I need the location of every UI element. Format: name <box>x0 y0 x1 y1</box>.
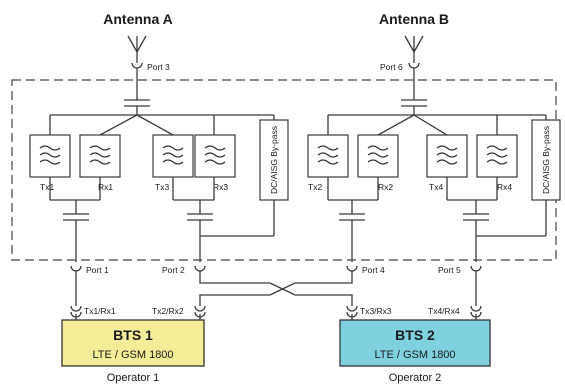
filter-label: Rx3 <box>213 182 228 192</box>
port-1-label: Port 1 <box>86 265 109 275</box>
filter-label: Tx2 <box>308 182 322 192</box>
port-6-label: Port 6 <box>380 62 403 72</box>
filter-tx3 <box>152 134 194 178</box>
antenna-a-icon <box>127 35 147 53</box>
filter-rx4 <box>476 134 518 178</box>
filter-rx1 <box>79 134 121 178</box>
bts-2: BTS 2 LTE / GSM 1800 Operator 2 <box>339 319 491 384</box>
right-filter-bank: Tx2 Rx2 Tx4 Rx4 <box>307 134 547 262</box>
tx2-rx2-label: Tx2/Rx2 <box>152 306 184 316</box>
port-3-label: Port 3 <box>147 62 170 72</box>
left-filter-bank: Tx1 Rx1 Tx3 Rx3 <box>29 134 275 262</box>
bts-2-tech: LTE / GSM 1800 <box>374 349 455 361</box>
bypass-b-label: DC/AISG By-pass <box>541 126 551 194</box>
port-2-label: Port 2 <box>162 265 185 275</box>
antenna-b-icon <box>404 35 424 53</box>
filter-label: Rx4 <box>497 182 512 192</box>
bypass-b-box <box>531 119 561 201</box>
operator-2-label: Operator 2 <box>389 372 442 384</box>
bts-2-name: BTS 2 <box>395 327 435 343</box>
tx1-rx1-label: Tx1/Rx1 <box>84 306 116 316</box>
filter-tx2 <box>307 134 349 178</box>
feeder-cables <box>75 270 477 306</box>
filter-rx2 <box>357 134 399 178</box>
bts-1: BTS 1 LTE / GSM 1800 Operator 1 <box>61 319 205 384</box>
antenna-a-label: Antenna A <box>103 11 172 27</box>
antenna-b-label: Antenna B <box>379 11 449 27</box>
bypass-a-box <box>259 119 289 201</box>
filter-wave-icon <box>317 145 508 165</box>
filter-wave-icon <box>39 145 226 165</box>
bts-ports: Tx1/Rx1 Tx2/Rx2 Tx3/Rx3 Tx4/Rx4 <box>70 305 482 320</box>
bypass-a: DC/AISG By-pass <box>259 119 289 201</box>
bts-1-tech: LTE / GSM 1800 <box>92 349 173 361</box>
port-3-connector-icon <box>131 62 143 69</box>
bts-1-box <box>61 319 205 367</box>
port-4-label: Port 4 <box>362 265 385 275</box>
operator-1-label: Operator 1 <box>107 372 160 384</box>
filter-rx3 <box>194 134 236 178</box>
tx3-rx3-label: Tx3/Rx3 <box>360 306 392 316</box>
port-6-connector-icon <box>408 62 420 69</box>
filter-label: Rx1 <box>98 182 113 192</box>
bts-1-name: BTS 1 <box>113 327 153 343</box>
antenna-b-group: Antenna B Port 6 <box>327 11 547 136</box>
port-5-label: Port 5 <box>438 265 461 275</box>
filter-tx1 <box>29 134 71 178</box>
filter-label: Tx4 <box>429 182 443 192</box>
combiner-ports: Port 1 Port 2 Port 4 Port 5 <box>70 265 482 275</box>
filter-label: Tx3 <box>155 182 169 192</box>
filter-label: Rx2 <box>378 182 393 192</box>
tx4-rx4-label: Tx4/Rx4 <box>428 306 460 316</box>
bts-2-box <box>339 319 491 367</box>
bypass-a-label: DC/AISG By-pass <box>269 126 279 194</box>
filter-tx4 <box>426 134 468 178</box>
antenna-a-group: Antenna A Port 3 <box>49 11 275 136</box>
bypass-b: DC/AISG By-pass <box>531 119 561 201</box>
filter-label: Tx1 <box>40 182 54 192</box>
